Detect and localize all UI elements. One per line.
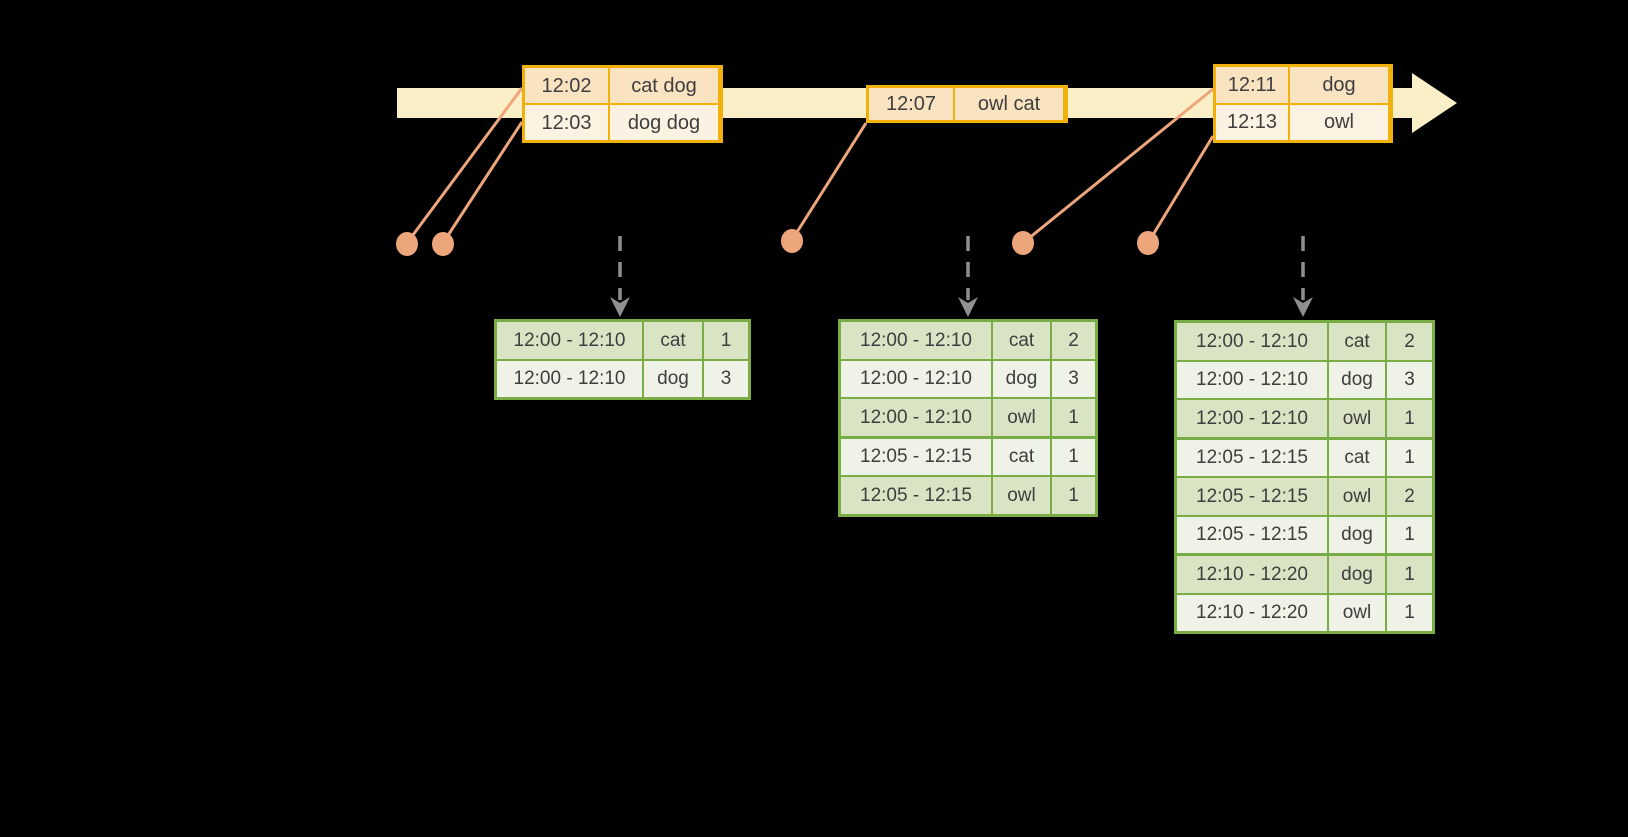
window-cell: 12:00 - 12:10 (841, 360, 991, 397)
count-cell: 1 (1387, 439, 1432, 476)
event-time-cell: 12:02 (525, 68, 608, 103)
event-table: 12:02 cat dog 12:03 dog dog (522, 65, 723, 143)
event-words-cell: dog (1290, 67, 1388, 103)
word-cell: cat (1329, 323, 1385, 360)
window-cell: 12:00 - 12:10 (841, 399, 991, 436)
count-cell: 1 (1052, 399, 1095, 436)
window-cell: 12:05 - 12:15 (841, 477, 991, 514)
window-cell: 12:00 - 12:10 (497, 360, 642, 397)
result-table: 12:00 - 12:10 cat 1 12:00 - 12:10 dog 3 (494, 319, 751, 400)
window-cell: 12:05 - 12:15 (1177, 439, 1327, 476)
word-cell: cat (1329, 439, 1385, 476)
event-connector-line (1022, 87, 1214, 245)
word-cell: cat (993, 438, 1050, 475)
event-dots (396, 229, 1159, 256)
event-time-cell: 12:07 (869, 88, 953, 120)
count-cell: 1 (1387, 594, 1432, 631)
count-cell: 1 (704, 322, 748, 359)
flow-arrow-icon (610, 236, 630, 317)
count-cell: 3 (704, 360, 748, 397)
window-group: 12:00 - 12:10 cat 1 12:00 - 12:10 dog 3 (497, 322, 748, 397)
flow-arrow-icon (958, 236, 978, 317)
window-group: 12:05 - 12:15 cat 1 12:05 - 12:15 owl 2 … (1177, 439, 1432, 553)
window-group: 12:10 - 12:20 dog 1 12:10 - 12:20 owl 1 (1177, 556, 1432, 631)
event-time-cell: 12:13 (1216, 104, 1288, 140)
word-cell: dog (993, 360, 1050, 397)
event-connector-lines (405, 87, 1215, 245)
word-cell: cat (993, 322, 1050, 359)
flow-arrow-icon (1293, 236, 1313, 317)
count-cell: 2 (1387, 478, 1432, 515)
window-group: 12:00 - 12:10 cat 2 12:00 - 12:10 dog 3 … (841, 322, 1095, 436)
count-cell: 1 (1052, 477, 1095, 514)
event-dot (432, 232, 454, 256)
event-dot (781, 229, 803, 253)
event-words-cell: owl cat (955, 88, 1063, 120)
event-words-cell: dog dog (610, 105, 718, 140)
event-connector-line (1146, 135, 1215, 244)
window-cell: 12:05 - 12:15 (1177, 516, 1327, 553)
flow-arrows (610, 236, 1313, 317)
event-connector-line (790, 122, 868, 241)
event-connector-line (441, 121, 524, 244)
window-cell: 12:00 - 12:10 (1177, 361, 1327, 398)
count-cell: 2 (1387, 323, 1432, 360)
window-cell: 12:10 - 12:20 (1177, 556, 1327, 593)
count-cell: 3 (1387, 361, 1432, 398)
window-cell: 12:00 - 12:10 (1177, 323, 1327, 360)
event-connector-line (405, 87, 524, 244)
word-cell: dog (1329, 361, 1385, 398)
event-time-cell: 12:03 (525, 105, 608, 140)
window-cell: 12:00 - 12:10 (497, 322, 642, 359)
word-cell: owl (993, 399, 1050, 436)
event-dot (396, 232, 418, 256)
window-group: 12:05 - 12:15 cat 1 12:05 - 12:15 owl 1 (841, 438, 1095, 514)
word-cell: dog (1329, 556, 1385, 593)
event-dot (1137, 231, 1159, 255)
word-cell: owl (1329, 400, 1385, 437)
event-words-cell: owl (1290, 104, 1388, 140)
event-words-cell: cat dog (610, 68, 718, 103)
window-group: 12:00 - 12:10 cat 2 12:00 - 12:10 dog 3 … (1177, 323, 1432, 437)
result-table: 12:00 - 12:10 cat 2 12:00 - 12:10 dog 3 … (838, 319, 1098, 517)
word-cell: dog (644, 360, 702, 397)
count-cell: 2 (1052, 322, 1095, 359)
count-cell: 1 (1387, 556, 1432, 593)
word-cell: dog (1329, 516, 1385, 553)
word-cell: owl (1329, 478, 1385, 515)
window-cell: 12:00 - 12:10 (841, 322, 991, 359)
window-cell: 12:05 - 12:15 (1177, 478, 1327, 515)
count-cell: 1 (1387, 516, 1432, 553)
event-table: 12:11 dog 12:13 owl (1213, 64, 1393, 143)
word-cell: cat (644, 322, 702, 359)
word-cell: owl (1329, 594, 1385, 631)
window-cell: 12:05 - 12:15 (841, 438, 991, 475)
event-dot (1012, 231, 1034, 255)
word-cell: owl (993, 477, 1050, 514)
result-table: 12:00 - 12:10 cat 2 12:00 - 12:10 dog 3 … (1174, 320, 1435, 634)
event-time-cell: 12:11 (1216, 67, 1288, 103)
window-cell: 12:10 - 12:20 (1177, 594, 1327, 631)
event-table: 12:07 owl cat (866, 85, 1068, 123)
count-cell: 3 (1052, 360, 1095, 397)
count-cell: 1 (1387, 400, 1432, 437)
count-cell: 1 (1052, 438, 1095, 475)
window-cell: 12:00 - 12:10 (1177, 400, 1327, 437)
